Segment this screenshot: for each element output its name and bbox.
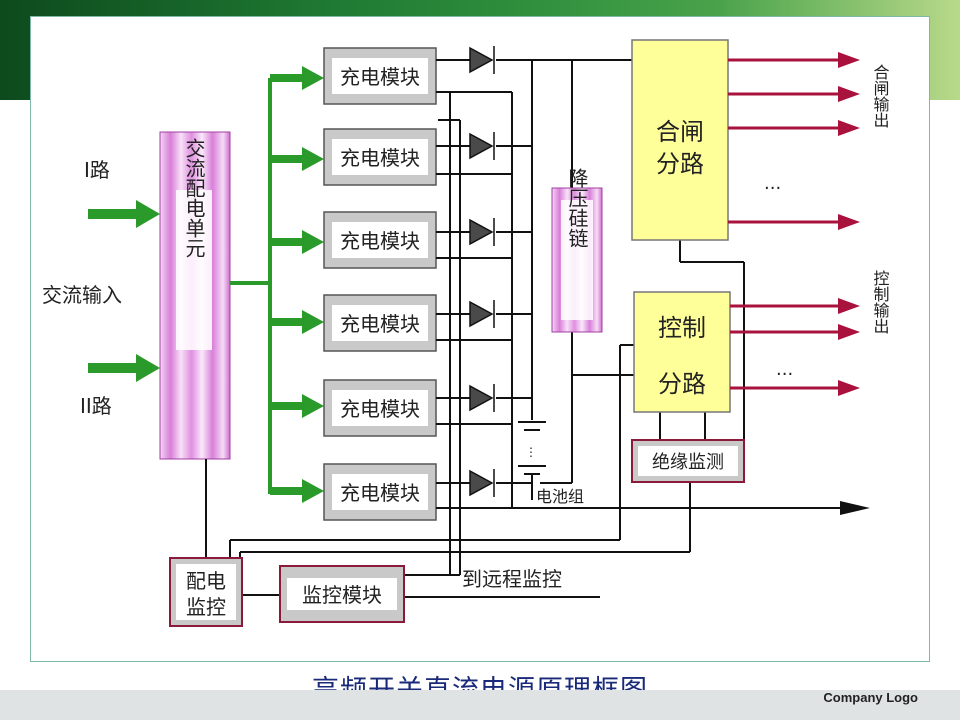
closing-dots: ···: [764, 178, 781, 199]
reducer-label: 降压硅链: [565, 168, 589, 248]
input-line1-label: I路: [84, 158, 110, 182]
monitoring-module-label: 监控模块: [302, 583, 382, 607]
charge-module-5: 充电模块: [323, 379, 437, 437]
distribution-monitor-block: 配电 监控: [169, 557, 243, 627]
main-output-arrow: [840, 501, 870, 515]
green-bus: [230, 78, 272, 494]
input-line2-label: II路: [80, 394, 112, 418]
control-dots: ···: [776, 364, 793, 385]
monitoring-module-block: 监控模块: [279, 565, 405, 623]
green-branch-arrows: [270, 66, 324, 503]
charge-module-6-label: 充电模块: [340, 481, 420, 505]
closing-branch-block: 合闸 分路: [631, 39, 729, 241]
closing-branch-line2: 分路: [656, 150, 704, 178]
charge-module-4: 充电模块: [323, 294, 437, 352]
ac-unit-label: 交流配电单元: [182, 138, 206, 258]
insulation-monitor-block: 绝缘监测: [631, 439, 745, 483]
charge-module-4-label: 充电模块: [340, 312, 420, 336]
diodes: [469, 46, 495, 497]
battery-label: 电池组: [536, 487, 584, 506]
distribution-monitor-line1: 配电: [186, 569, 226, 593]
battery-dots: ⋮: [525, 445, 537, 459]
closing-branch-line1: 合闸: [656, 118, 704, 146]
company-logo: Company Logo: [823, 690, 918, 705]
ac-unit-label-bg: [176, 190, 212, 350]
charge-module-5-label: 充电模块: [340, 397, 420, 421]
charge-module-1: 充电模块: [323, 47, 437, 105]
ac-input-label: 交流输入: [42, 283, 122, 307]
reducer-label-bg: [561, 200, 593, 320]
charge-module-1-label: 充电模块: [340, 65, 420, 89]
control-branch-line2: 分路: [658, 370, 706, 398]
charge-module-2-label: 充电模块: [340, 146, 420, 170]
control-branch-block: 控制 分路: [633, 291, 731, 413]
wiring: [205, 59, 840, 598]
insulation-monitor-label: 绝缘监测: [652, 452, 724, 473]
footer-bar: [0, 690, 960, 720]
closing-output-label: 合闸输出: [871, 64, 890, 128]
remote-monitor-label: 到远程监控: [462, 567, 562, 591]
control-branch-line1: 控制: [658, 314, 706, 342]
charge-module-6: 充电模块: [323, 463, 437, 521]
charge-module-3: 充电模块: [323, 211, 437, 269]
control-output-label: 控制输出: [871, 270, 890, 334]
control-output-arrows: [730, 298, 860, 396]
distribution-monitor-line2: 监控: [186, 595, 226, 619]
charge-module-3-label: 充电模块: [340, 229, 420, 253]
battery-symbol: [518, 421, 546, 500]
closing-output-arrows: [728, 52, 860, 230]
charge-module-2: 充电模块: [323, 128, 437, 186]
ac-input-arrows: [88, 200, 160, 382]
